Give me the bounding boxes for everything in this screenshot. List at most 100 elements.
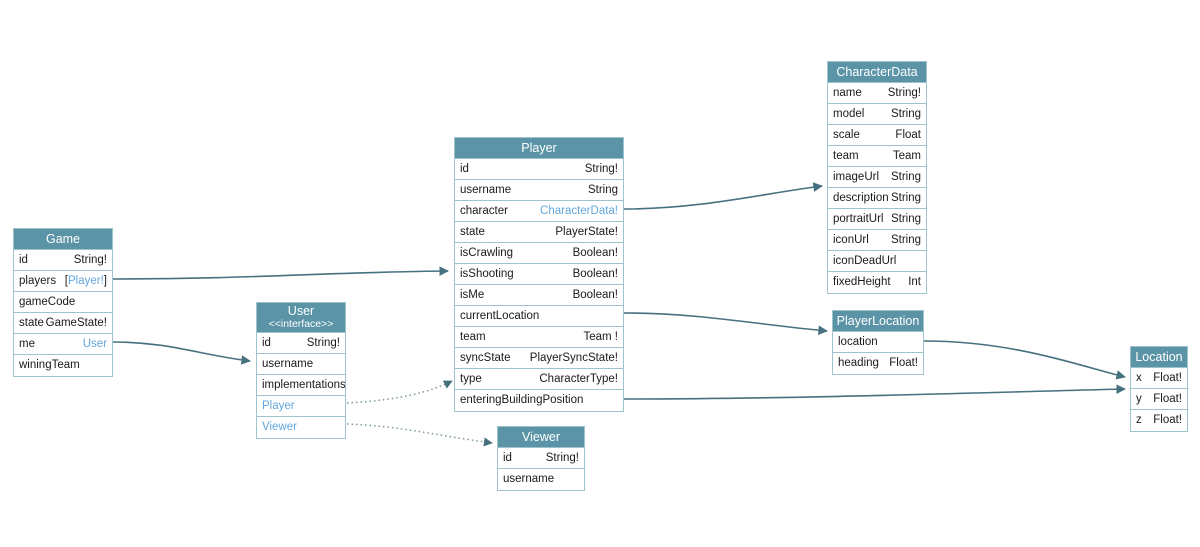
field-name: implementations (262, 379, 345, 391)
field-row[interactable]: character CharacterData! (455, 201, 623, 222)
field-type: String! (887, 87, 921, 99)
field-name: id (503, 452, 512, 464)
field-name: imageUrl (833, 171, 880, 183)
field-name: enteringBuildingPosition (460, 394, 584, 406)
field-row[interactable]: id String! (455, 159, 623, 180)
entity-header-user: User<<interface>> (257, 303, 345, 333)
field-name: fixedHeight (833, 276, 891, 288)
field-type: Float! (1153, 393, 1182, 405)
field-type: Boolean! (572, 247, 618, 259)
field-row[interactable]: fixedHeight Int (828, 272, 926, 293)
field-type: GameState! (45, 317, 107, 329)
field-type: String! (545, 452, 579, 464)
field-name: scale (833, 129, 860, 141)
field-row[interactable]: iconDeadUrlString (828, 251, 926, 272)
edge-player-currentlocation-to-playerlocation (623, 312, 828, 336)
field-type: Int (908, 276, 921, 288)
field-name: me (19, 338, 35, 350)
field-name: id (262, 337, 271, 349)
field-type: String (890, 171, 921, 183)
field-row[interactable]: name String! (828, 83, 926, 104)
entity-header-viewer: Viewer (498, 427, 584, 448)
field-row[interactable]: enteringBuildingPositionLocation (455, 390, 623, 411)
field-name: x (1136, 372, 1142, 384)
field-name: id (460, 163, 469, 175)
field-row[interactable]: Player (257, 396, 345, 417)
field-type: String! (584, 163, 618, 175)
field-name: syncState (460, 352, 511, 364)
field-name: description (833, 192, 889, 204)
field-name: model (833, 108, 865, 120)
field-name: username (262, 358, 314, 370)
field-row[interactable]: winingTeamTeam (14, 355, 112, 376)
field-type: Team (79, 375, 107, 376)
field-name: Player (262, 400, 295, 412)
entity-game[interactable]: GameidString!players[Player!]gameCodeStr… (13, 228, 113, 377)
field-type: CharacterData! (540, 205, 618, 217)
entity-header-playerlocation: PlayerLocation (833, 311, 923, 332)
field-row[interactable]: players[Player!] (14, 271, 112, 292)
field-name: iconDeadUrl (833, 255, 897, 267)
edge-playerlocation-location-to-location (923, 340, 1126, 380)
field-name: players (19, 275, 57, 287)
field-name: character (460, 205, 508, 217)
field-type: String! (73, 254, 107, 266)
field-name: name (833, 87, 862, 99)
field-type: PlayerSyncState! (529, 352, 618, 364)
field-type: CharacterType! (539, 373, 618, 385)
entity-header-characterdata: CharacterData (828, 62, 926, 83)
field-name: isMe (460, 289, 485, 301)
field-type: String (890, 192, 921, 204)
field-name: username (503, 473, 555, 485)
field-type: String (890, 108, 921, 120)
field-row[interactable]: y Float! (1131, 389, 1187, 410)
field-type: Location (575, 410, 618, 411)
entity-stereotype: <<interface>> (268, 318, 334, 330)
edge-user-implements-player (346, 380, 453, 404)
field-row[interactable]: gameCodeString! (14, 292, 112, 313)
field-type: String (587, 184, 618, 196)
field-name: Viewer (262, 421, 297, 433)
field-name: type (460, 373, 482, 385)
field-row[interactable]: syncState PlayerSyncState! (455, 348, 623, 369)
edge-player-character-to-characterdata (623, 182, 823, 210)
entity-title: User (287, 304, 315, 318)
entity-playerlocation[interactable]: PlayerLocationlocationLocation!headingFl… (832, 310, 924, 375)
field-row[interactable]: implementations (257, 375, 345, 396)
field-name: y (1136, 393, 1142, 405)
field-row[interactable]: currentLocationPlayerLocation! (455, 306, 623, 327)
field-row[interactable]: id String! (498, 448, 584, 469)
field-row[interactable]: Viewer (257, 417, 345, 438)
field-name: gameCode (19, 296, 76, 308)
field-row[interactable]: imageUrl String (828, 167, 926, 188)
field-row[interactable]: model String (828, 104, 926, 125)
field-name: state (460, 226, 485, 238)
entity-user[interactable]: User<<interface>>idString!usernameString… (256, 302, 346, 439)
field-row[interactable]: locationLocation! (833, 332, 923, 353)
field-row[interactable]: type CharacterType! (455, 369, 623, 390)
